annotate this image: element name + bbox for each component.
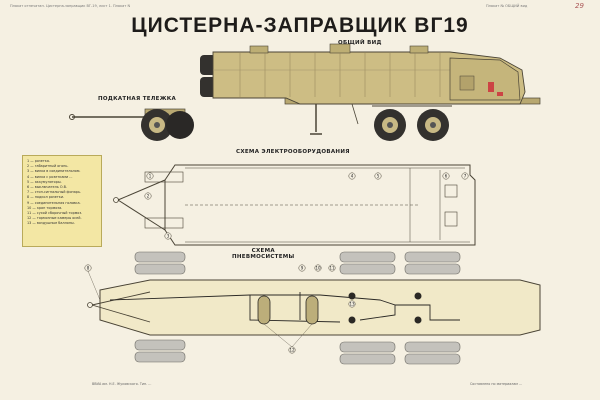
svg-text:8: 8: [87, 266, 90, 271]
pneumatic-tires: [134, 251, 461, 365]
svg-text:9: 9: [301, 266, 304, 271]
callout-3: 3: [164, 232, 172, 240]
fine-print-right: Плакат № ОБЩИЙ вид: [486, 4, 528, 8]
label-dolly: ПОДКАТНАЯ ТЕЛЕЖКА: [98, 96, 177, 102]
poster-title: ЦИСТЕРНА-ЗАПРАВЩИК ВГ19: [131, 14, 469, 37]
legend-item: 2 — габаритный огонь.: [27, 164, 69, 169]
pneumatic-scheme: [87, 251, 541, 365]
callout-5: 5: [374, 172, 382, 180]
label-pneumatic-line2: ПНЕВМОСИСТЕМЫ: [232, 254, 295, 260]
legend-item: 9 — соединительная головка.: [27, 200, 81, 205]
spare-tire-lower: [200, 77, 216, 97]
dolly-side-view: [69, 108, 194, 141]
svg-text:3: 3: [167, 234, 170, 239]
air-tank-right: [305, 295, 319, 325]
svg-text:13: 13: [349, 302, 355, 307]
label-pneumatic-line1: СХЕМА: [251, 248, 275, 254]
svg-text:12: 12: [289, 348, 295, 353]
callout-12: 12: [288, 346, 296, 354]
callout-10: 10: [314, 264, 322, 272]
svg-text:6: 6: [445, 174, 448, 179]
legend-item: 12 — тормозные камеры осей.: [27, 216, 82, 221]
label-general-view: ОБЩИЙ ВИД: [338, 40, 382, 46]
svg-text:2: 2: [147, 194, 150, 199]
brake-chamber-4: [414, 292, 422, 300]
electrical-scheme: [113, 164, 476, 246]
tank-body: [212, 51, 526, 105]
legend-item: 5 — аккумуляторы.: [27, 179, 62, 184]
label-electrical-scheme: СХЕМА ЭЛЕКТРООБОРУДОВАНИЯ: [236, 149, 350, 155]
callout-13: 13: [348, 300, 356, 308]
callout-7: 7: [461, 172, 469, 180]
legend-item: 6 — выключатель О.В.: [27, 185, 67, 190]
brake-chamber-2: [348, 292, 356, 300]
legend-item: 1 — розетка.: [27, 159, 50, 163]
page-number-mark: 29: [575, 2, 584, 10]
brake-chamber-3: [414, 316, 422, 324]
air-tank-left: [257, 295, 271, 325]
brake-chamber-1: [348, 316, 356, 324]
svg-text:5: 5: [377, 174, 380, 179]
red-equipment-marker: [488, 82, 494, 92]
legend-item: 10 — кран тормоза.: [27, 205, 63, 210]
label-pneumatic-scheme: СХЕМА ПНЕВМОСИСТЕМЫ: [232, 248, 295, 260]
legend-item: 7 — стоп-сигнальный фонарь.: [27, 190, 82, 195]
svg-text:7: 7: [464, 174, 467, 179]
svg-text:1: 1: [149, 174, 152, 179]
spare-tire-upper: [200, 55, 216, 75]
callout-11: 11: [328, 264, 336, 272]
legend-item: 3 — вилка в соединительном.: [27, 169, 81, 174]
fine-print-left: Плакат отпечатан. Цистерна-заправщик ВГ-…: [10, 4, 131, 8]
tanker-side-view: [200, 43, 541, 141]
footer-right: Составлено по материалам ...: [470, 382, 523, 386]
tank-wheels: [374, 109, 449, 141]
callout-6: 6: [442, 172, 450, 180]
legend-item: 8 — подкол розетки.: [27, 195, 65, 200]
svg-text:11: 11: [329, 266, 335, 271]
callout-4: 4: [348, 172, 356, 180]
callout-9: 9: [298, 264, 306, 272]
callout-8: 8: [84, 264, 92, 272]
footer-left: ВВИА им. Н.Е. Жуковского. Тип. ...: [92, 382, 152, 386]
legend-item: 4 — вилка с розетками ...: [27, 174, 73, 179]
svg-text:4: 4: [351, 174, 354, 179]
legend-box: 1 — розетка. 2 — габаритный огонь. 3 — в…: [22, 155, 102, 247]
svg-text:10: 10: [315, 266, 321, 271]
legend-item: 13 — воздушные баллоны.: [27, 221, 75, 226]
callout-2: 2: [144, 192, 152, 200]
legend-item: 11 — сухой сборочный тормоз.: [27, 211, 83, 216]
callout-1: 1: [146, 172, 154, 180]
